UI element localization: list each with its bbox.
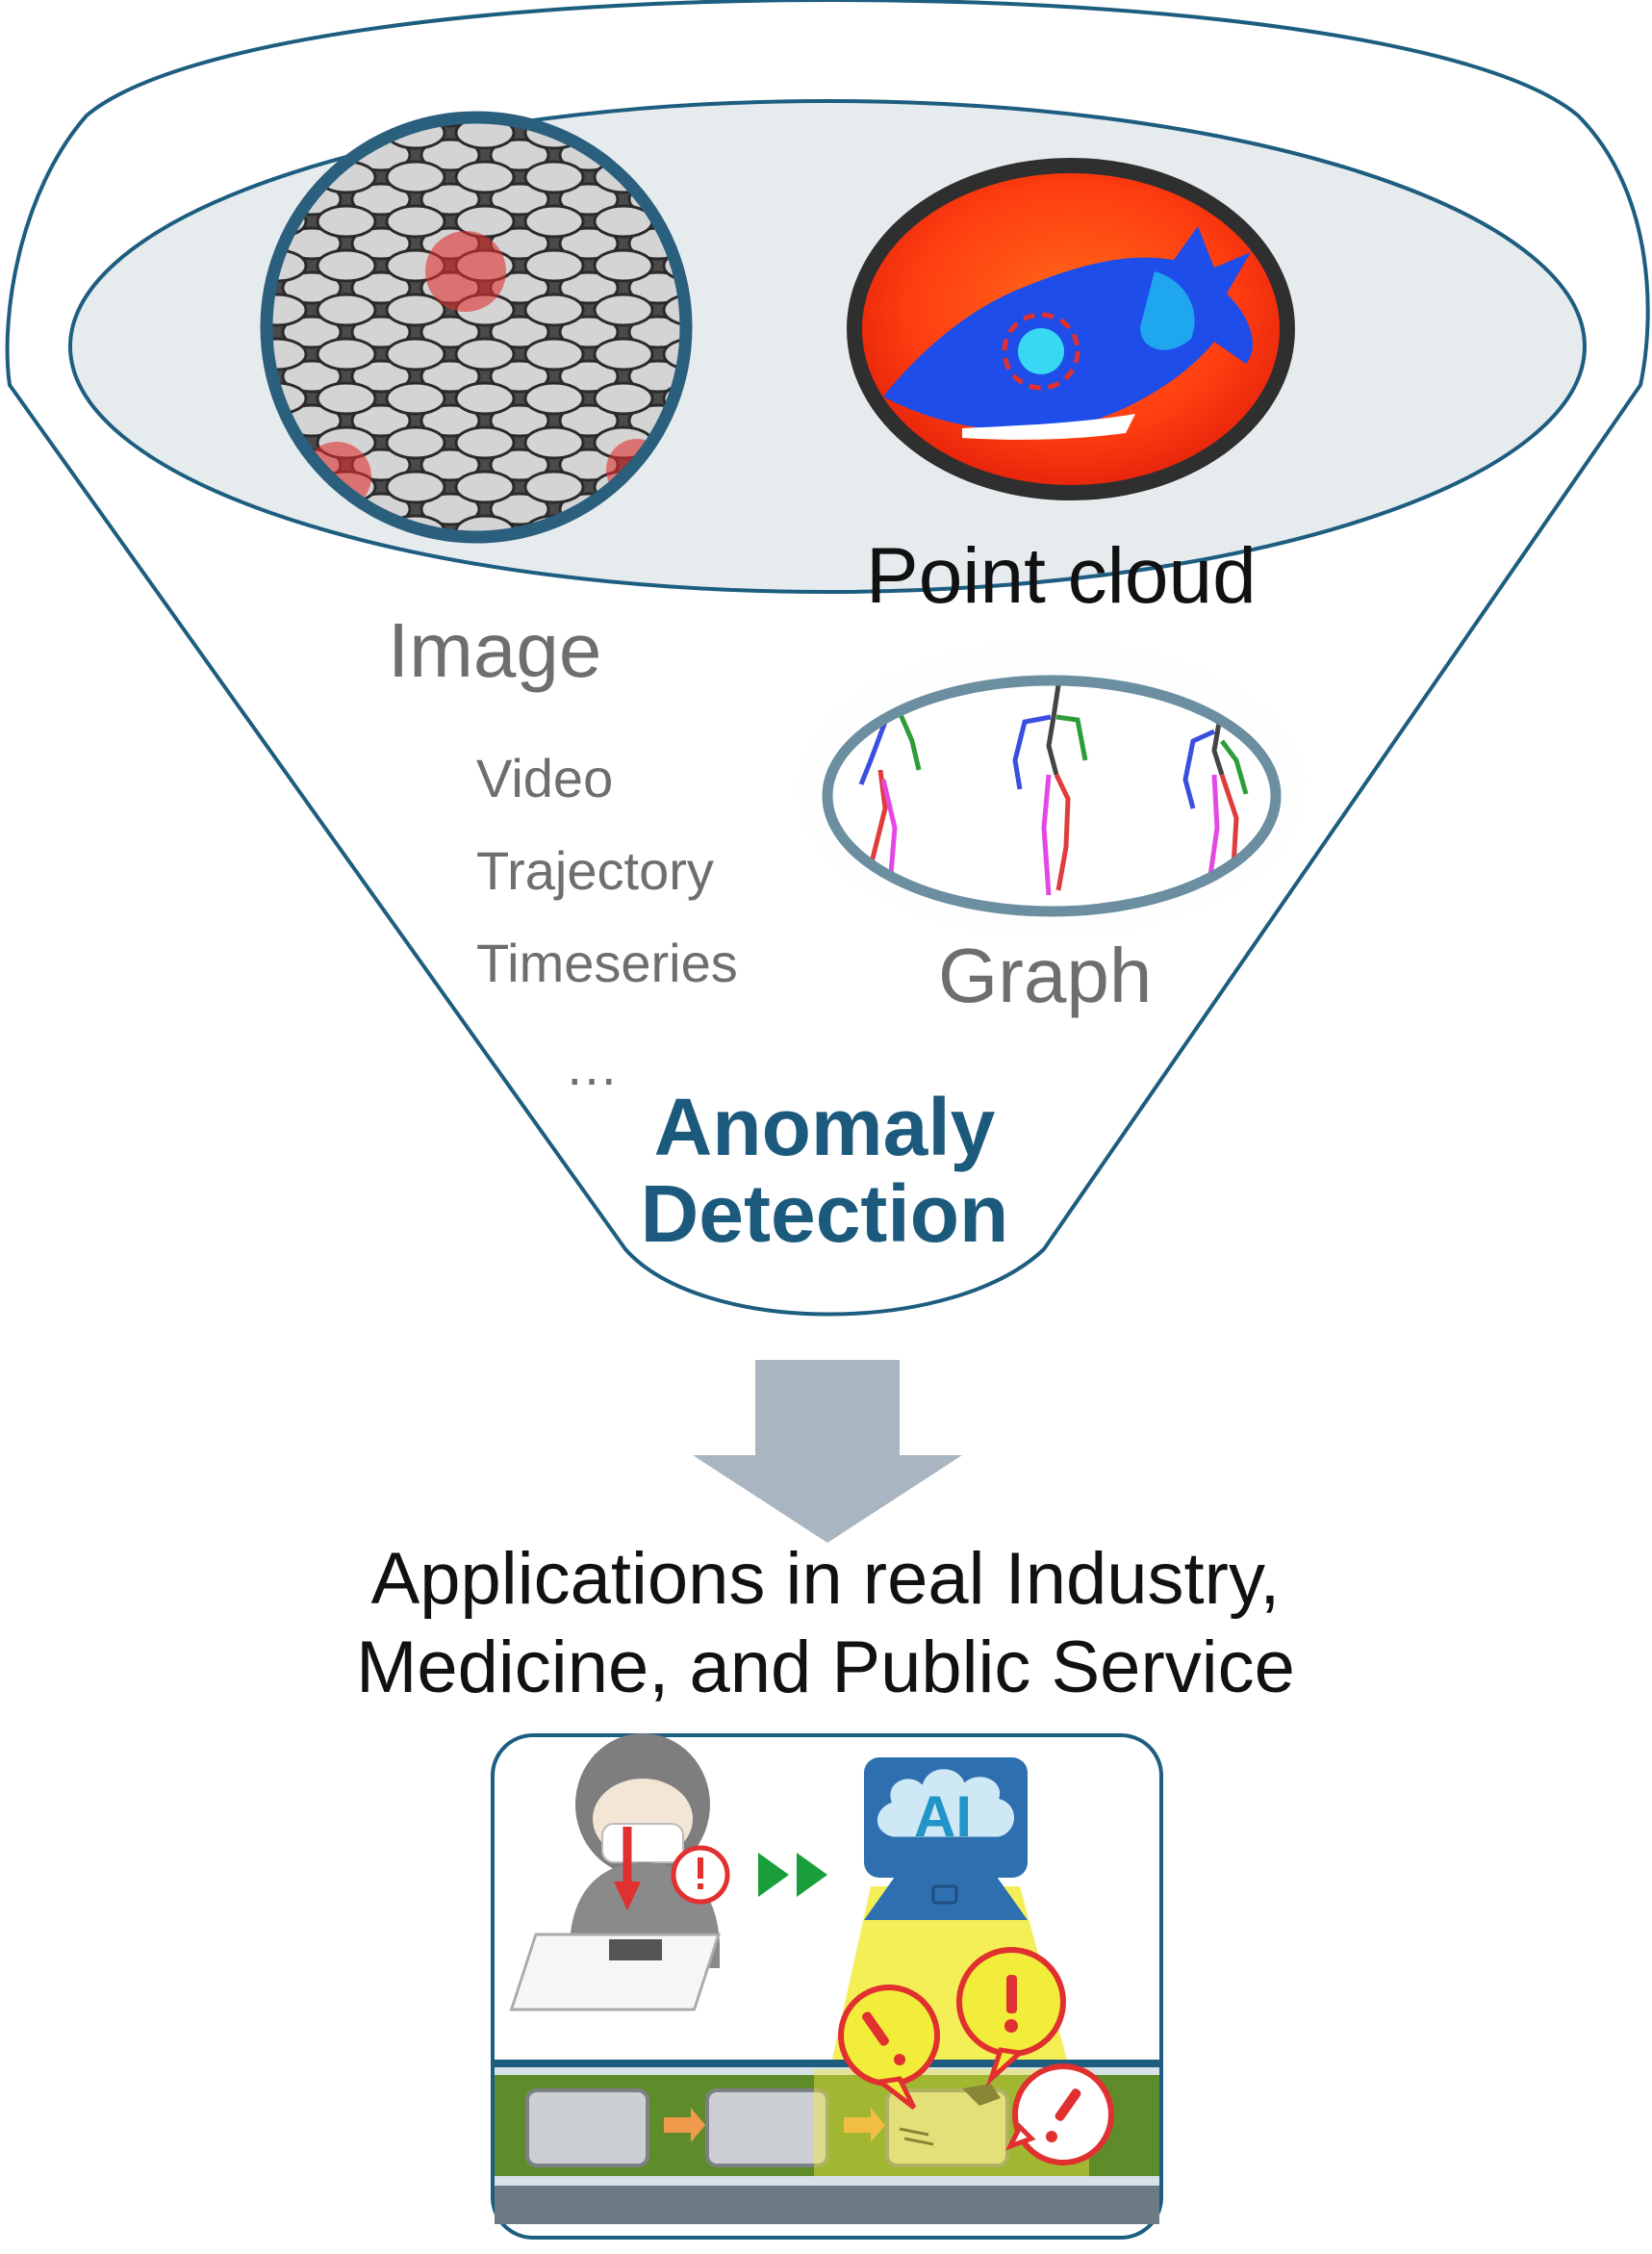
ai-camera-icon bbox=[864, 1757, 1028, 1920]
point-cloud-heatmap-icon bbox=[847, 158, 1295, 500]
inspector-worker-icon bbox=[509, 1733, 730, 2011]
alert-bubble-icon-3 bbox=[1004, 2063, 1114, 2165]
data-type-trajectory: Trajectory bbox=[476, 840, 714, 901]
applications-line2: Medicine, and Public Service bbox=[356, 1626, 1295, 1708]
anomaly-detection-title-line2: Detection bbox=[640, 1168, 1009, 1259]
data-type-ellipsis: … bbox=[565, 1036, 619, 1096]
texture-image-icon bbox=[260, 111, 693, 544]
next-arrow-icon bbox=[758, 1853, 789, 1897]
data-type-video: Video bbox=[476, 748, 614, 808]
next-arrow-icon-2 bbox=[797, 1853, 827, 1897]
skeleton-graph-icon bbox=[822, 675, 1282, 917]
applications-line1: Applications in real Industry, bbox=[370, 1538, 1281, 1620]
alert-bubble-icon-2 bbox=[956, 1947, 1066, 2088]
ai-badge-label: AI bbox=[914, 1784, 972, 1849]
down-arrow-icon bbox=[693, 1360, 962, 1543]
anomaly-detection-title-line1: Anomaly bbox=[653, 1082, 996, 1172]
data-type-timeseries: Timeseries bbox=[476, 933, 738, 993]
graph-label: Graph bbox=[938, 933, 1153, 1018]
alert-bubble-icon bbox=[838, 1985, 940, 2110]
image-label: Image bbox=[388, 607, 602, 693]
point-cloud-label: Point cloud bbox=[866, 532, 1257, 620]
